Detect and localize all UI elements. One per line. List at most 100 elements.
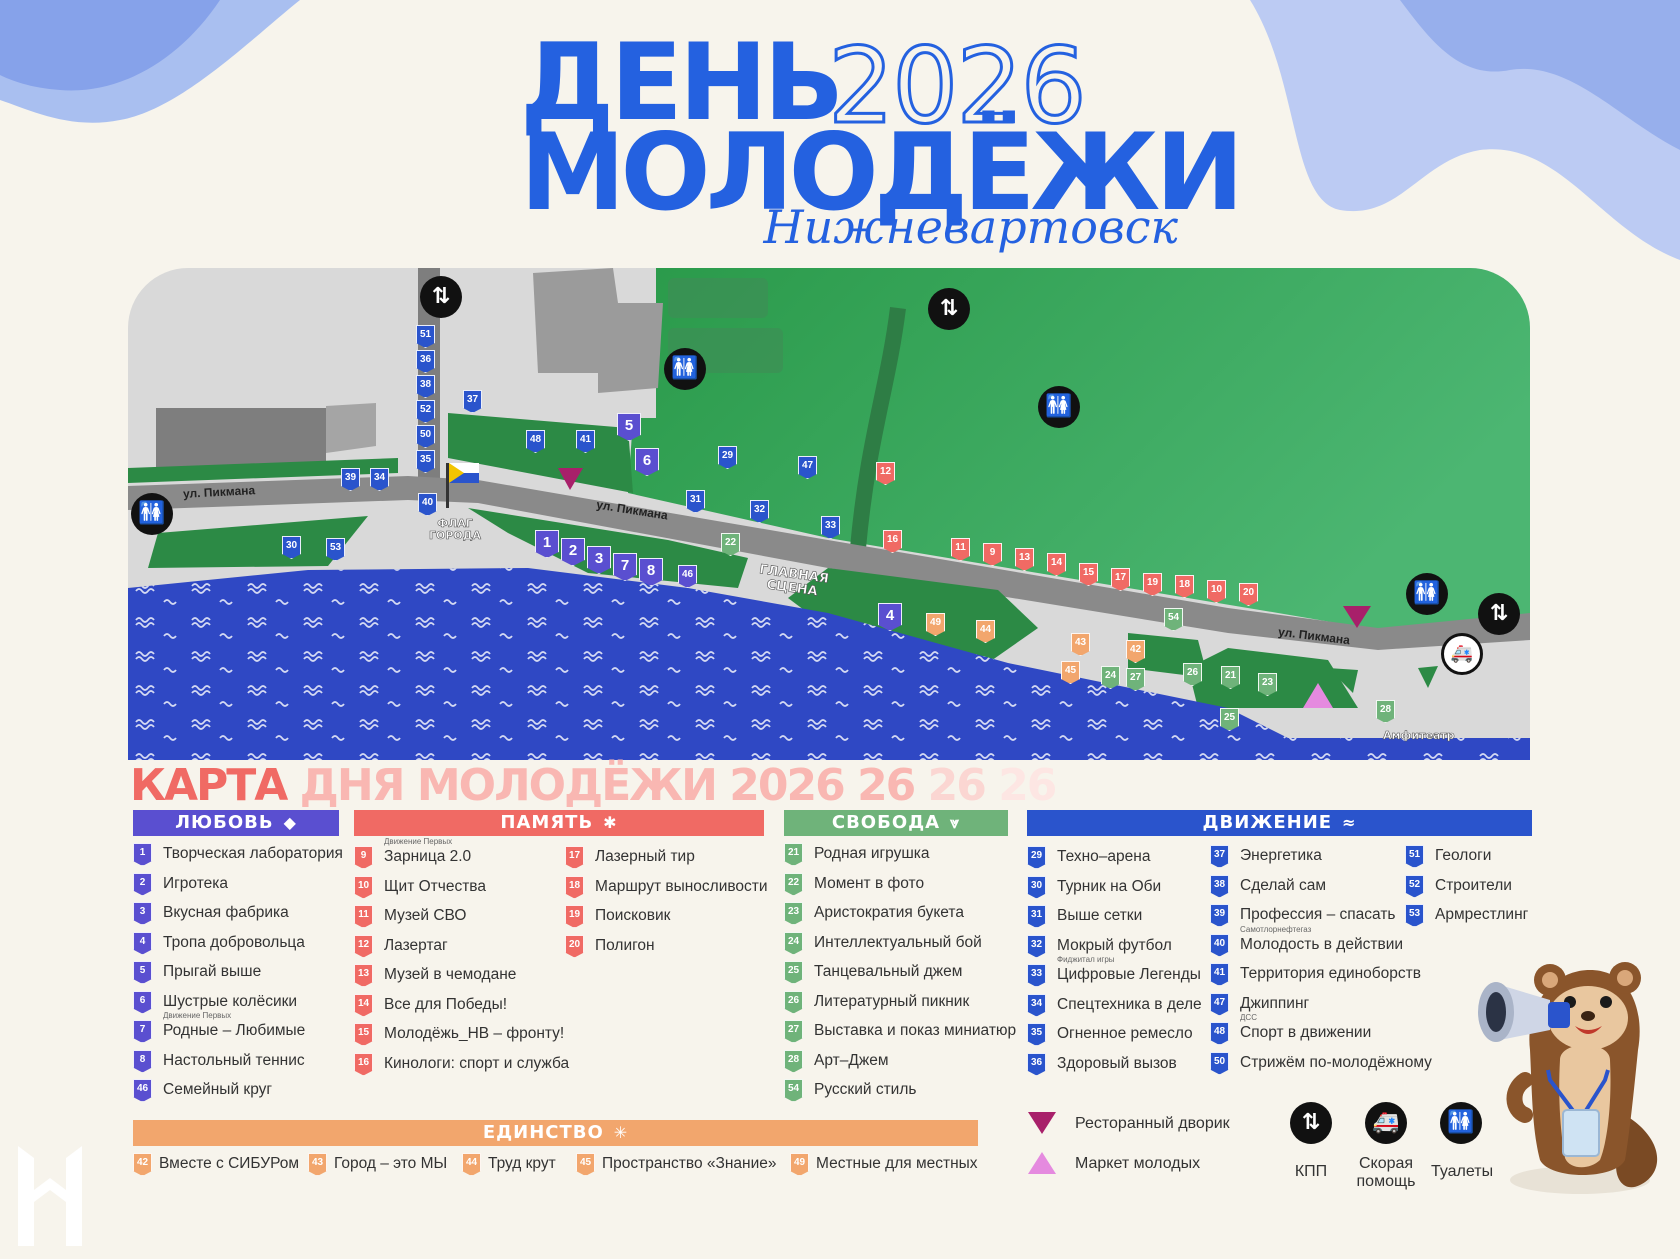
map-marker[interactable]: 4 xyxy=(878,603,902,631)
map-marker[interactable]: 9 xyxy=(983,543,1002,566)
map-marker[interactable]: 42 xyxy=(1126,640,1145,663)
map-marker[interactable]: 33 xyxy=(821,516,840,539)
map-marker[interactable]: 19 xyxy=(1143,573,1162,596)
checkpoint-icon[interactable]: ⇅ xyxy=(420,276,462,318)
map-marker[interactable]: 36 xyxy=(416,350,435,373)
map-marker[interactable]: 24 xyxy=(1101,666,1120,689)
map-marker[interactable]: 51 xyxy=(416,325,435,348)
map-marker[interactable]: 32 xyxy=(750,500,769,523)
map-marker[interactable]: 5 xyxy=(617,413,641,441)
map-marker[interactable]: 10 xyxy=(1207,580,1226,603)
map-marker[interactable]: 50 xyxy=(416,425,435,448)
checkpoint-icon[interactable]: ⇅ xyxy=(1478,593,1520,635)
map-marker[interactable]: 13 xyxy=(1015,548,1034,571)
map-marker[interactable]: 15 xyxy=(1079,563,1098,586)
map-marker[interactable]: 40 xyxy=(418,493,437,516)
map-marker[interactable]: 17 xyxy=(1111,568,1130,591)
map-marker[interactable]: 54 xyxy=(1164,608,1183,631)
map-marker[interactable]: 20 xyxy=(1239,583,1258,606)
map-marker[interactable]: 27 xyxy=(1126,668,1145,691)
map-marker[interactable]: 14 xyxy=(1047,553,1066,576)
map-marker[interactable]: 1 xyxy=(535,530,559,558)
map-marker[interactable]: 41 xyxy=(576,430,595,453)
map-marker[interactable]: 7 xyxy=(613,553,637,581)
map-marker[interactable]: 16 xyxy=(883,530,902,553)
map-marker[interactable]: 22 xyxy=(721,533,740,556)
map-marker[interactable]: 23 xyxy=(1258,673,1277,696)
map-marker[interactable]: 47 xyxy=(798,456,817,479)
toilet-icon[interactable]: 🚻 xyxy=(1038,386,1080,428)
map-marker[interactable]: 21 xyxy=(1221,666,1240,689)
map-marker[interactable]: 2 xyxy=(561,538,585,566)
map-marker[interactable]: 12 xyxy=(876,462,895,485)
map-marker[interactable]: 3 xyxy=(587,546,611,574)
map-marker[interactable]: 52 xyxy=(416,400,435,423)
map-marker[interactable]: 37 xyxy=(463,390,482,413)
toilet-icon[interactable]: 🚻 xyxy=(131,493,173,535)
checkpoint-icon[interactable]: ⇅ xyxy=(928,288,970,330)
map-marker[interactable]: 8 xyxy=(639,558,663,586)
map-marker[interactable]: 34 xyxy=(370,468,389,491)
map-marker[interactable]: 29 xyxy=(718,446,737,469)
map-marker[interactable]: 18 xyxy=(1175,575,1194,598)
map-marker[interactable]: 11 xyxy=(951,538,970,561)
map-marker[interactable]: 35 xyxy=(416,450,435,473)
toilet-icon[interactable]: 🚻 xyxy=(664,348,706,390)
map-marker[interactable]: 25 xyxy=(1220,708,1239,731)
map-marker[interactable]: 38 xyxy=(416,375,435,398)
map-marker[interactable]: 48 xyxy=(526,430,545,453)
map-marker[interactable]: 39 xyxy=(341,468,360,491)
map-marker[interactable]: 49 xyxy=(926,613,945,636)
map-marker[interactable]: 26 xyxy=(1183,663,1202,686)
map-marker[interactable]: 28 xyxy=(1376,700,1395,723)
